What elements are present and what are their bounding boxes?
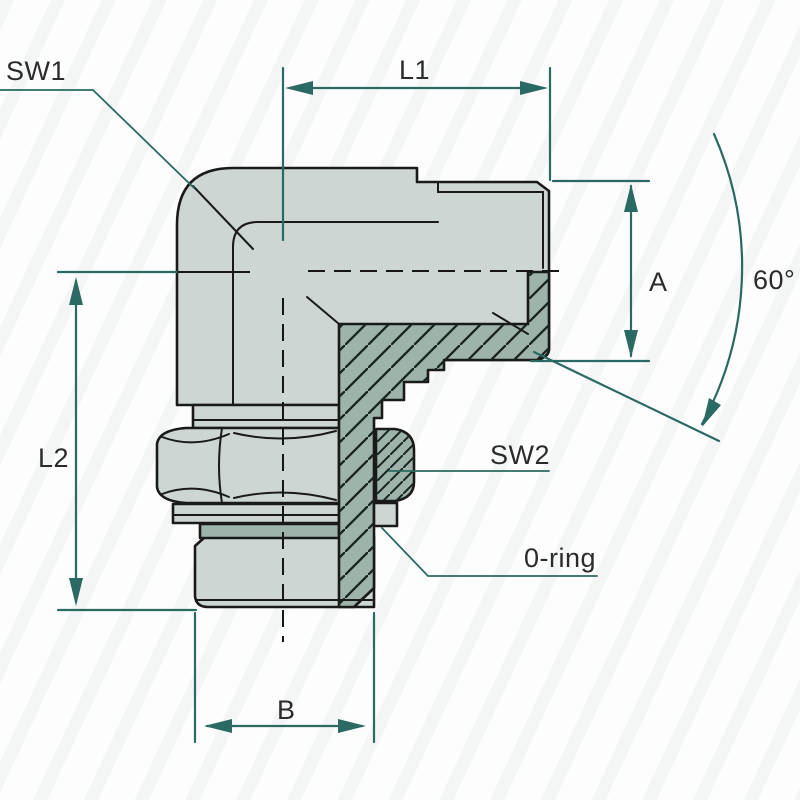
label-l2: L2	[38, 443, 69, 473]
l2-arrow-bottom	[69, 578, 83, 606]
detail-lines	[161, 181, 544, 601]
section-parts	[337, 270, 551, 609]
center-lines	[177, 270, 568, 642]
locknut-chamfer-top-left	[161, 433, 230, 444]
locknut-chamfer-top-right	[233, 430, 337, 440]
label-l1: L1	[399, 55, 430, 85]
l2-arrow-top	[69, 277, 83, 305]
label-oring: 0-ring	[524, 543, 596, 573]
male-end-inner-contour	[437, 181, 544, 269]
cone-angle-line	[532, 350, 721, 443]
a-arrow-bottom	[624, 330, 638, 358]
dimension-labels: SW1 L1 A 60° L2 SW2 0-ring B	[6, 55, 795, 725]
oring-leader	[381, 527, 598, 577]
locknut-facet-edge	[218, 427, 223, 504]
neck-groove	[198, 522, 341, 540]
label-angle: 60°	[753, 265, 795, 295]
b-arrow-right	[338, 719, 366, 733]
o-ring	[372, 501, 399, 528]
label-sw2: SW2	[490, 440, 550, 470]
l1-arrow-right	[520, 81, 548, 95]
dimension-arrowheads	[69, 81, 721, 733]
inner-corner-contour	[232, 221, 439, 406]
cone-seat-line	[492, 312, 529, 335]
angle-arc-arrow	[702, 398, 721, 427]
dimension-lines	[0, 66, 744, 744]
stud-thread-upper	[191, 403, 341, 430]
b-arrow-left	[204, 719, 232, 733]
label-a: A	[649, 267, 668, 297]
washer	[171, 502, 341, 525]
locknut-chamfer-bottom-left	[161, 487, 230, 498]
locknut-chamfer-bottom-right	[233, 491, 337, 501]
locknut-front	[155, 426, 341, 505]
label-b: B	[277, 695, 296, 725]
locknut-section-hatch	[376, 429, 414, 501]
section-wall-hatch	[339, 272, 549, 607]
a-arrow-top	[624, 184, 638, 212]
sw1-leader	[0, 89, 195, 189]
inner-corner-chamfer-line	[306, 296, 340, 325]
l1-arrow-left	[285, 81, 313, 95]
label-sw1: SW1	[6, 56, 66, 86]
cone-angle-arc	[700, 132, 744, 426]
corner-chamfer-line	[192, 185, 254, 250]
